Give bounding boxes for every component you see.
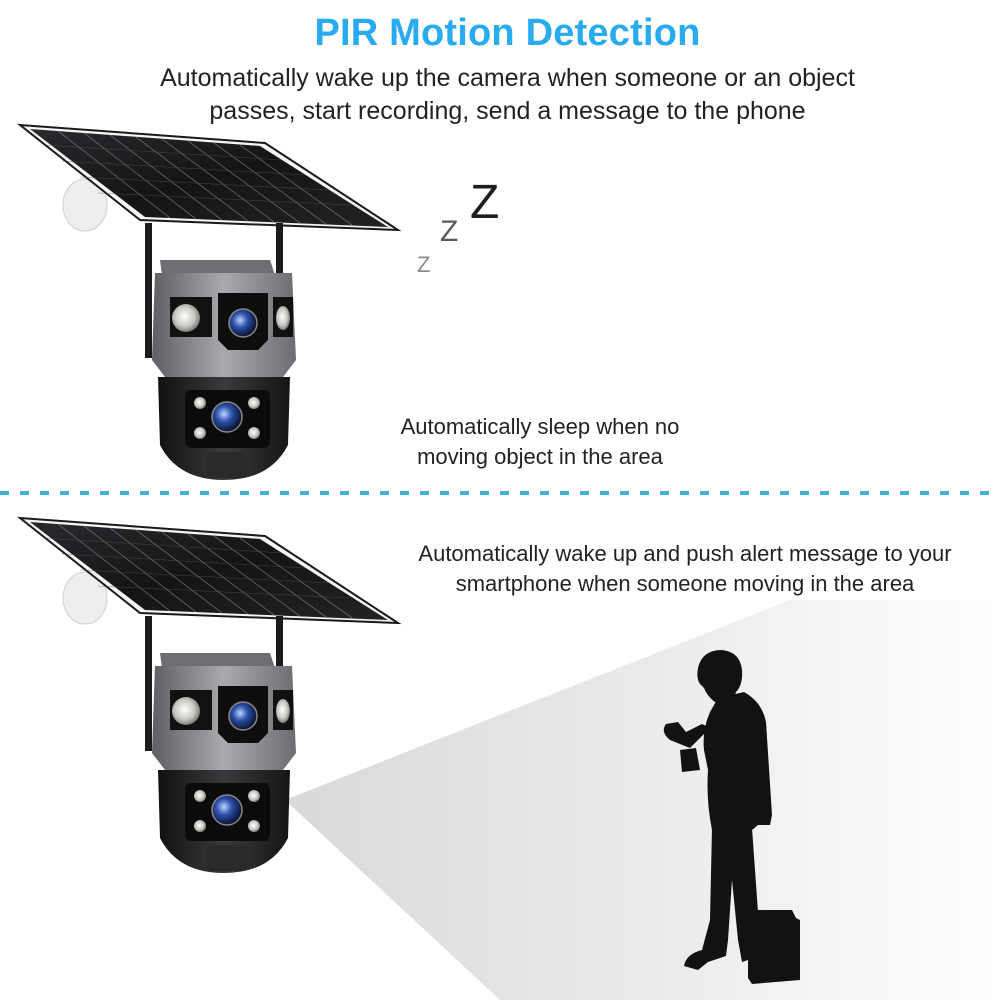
- sleep-z-medium-icon: Z: [440, 215, 459, 248]
- page-subtitle: Automatically wake up the camera when so…: [0, 62, 1000, 128]
- wake-caption-line-1: Automatically wake up and push alert mes…: [418, 541, 952, 566]
- sleep-caption: Automatically sleep when no moving objec…: [370, 412, 710, 472]
- sleep-z-small-icon: Z: [417, 252, 431, 277]
- sleep-caption-line-2: moving object in the area: [417, 444, 663, 469]
- person-silhouette-icon: [663, 650, 800, 984]
- wake-caption: Automatically wake up and push alert mes…: [370, 539, 1000, 599]
- wake-caption-line-2: smartphone when someone moving in the ar…: [455, 571, 915, 596]
- section-divider: [0, 491, 1000, 495]
- sleep-z-large-icon: Z: [470, 176, 500, 229]
- subtitle-line-2: passes, start recording, send a message …: [209, 97, 806, 125]
- subtitle-line-1: Automatically wake up the camera when so…: [160, 64, 855, 92]
- solar-camera-awake-icon: [16, 516, 402, 873]
- page-title: PIR Motion Detection: [314, 12, 701, 54]
- sleep-caption-line-1: Automatically sleep when no: [400, 414, 680, 439]
- solar-camera-sleep-icon: [16, 123, 402, 480]
